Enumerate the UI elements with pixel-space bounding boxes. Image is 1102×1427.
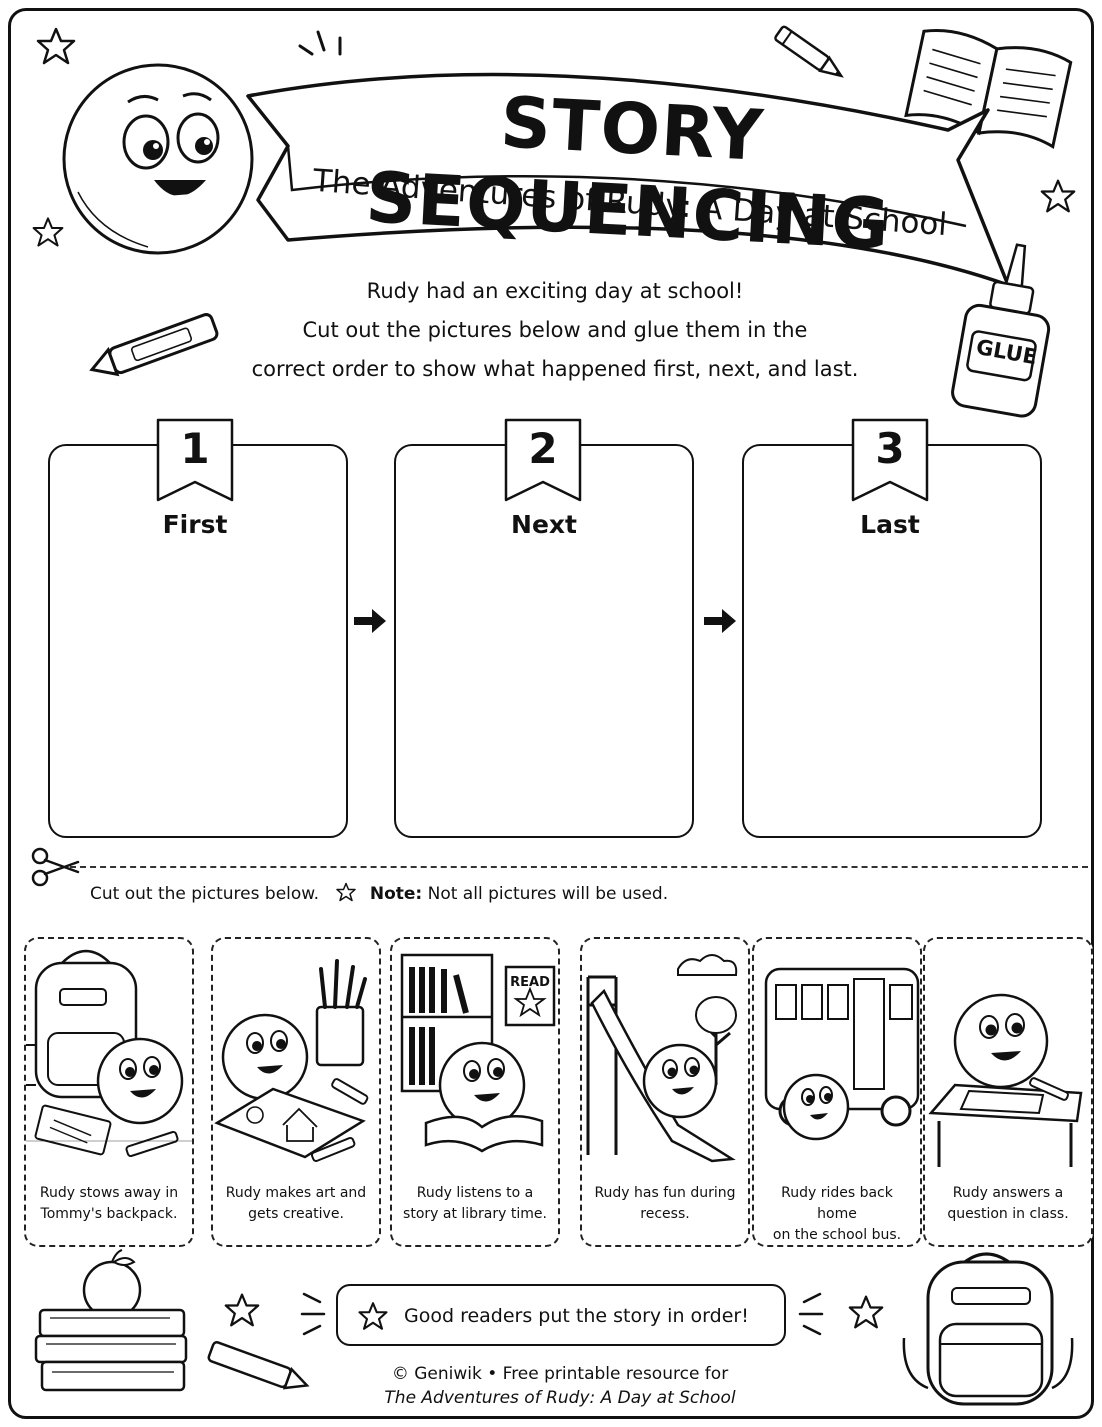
step-label: First	[162, 510, 228, 539]
slide-icon	[586, 954, 738, 1163]
backpack-icon	[26, 949, 192, 1158]
art-icon	[214, 959, 369, 1162]
caption-line: recess.	[640, 1206, 690, 1222]
step-label: Next	[511, 510, 577, 539]
card-caption: Rudy stows away in Tommy's backpack.	[32, 1183, 186, 1225]
instructions: Rudy had an exciting day at school! Cut …	[200, 272, 910, 389]
cut-instruction-text: Cut out the pictures below.	[90, 884, 320, 904]
reminder-text: Good readers put the story in order!	[404, 1305, 749, 1327]
number-tag	[156, 418, 234, 502]
caption-line: on the school bus.	[772, 1227, 902, 1243]
picture-card-bus[interactable]: Rudy rides back home on the school bus.	[752, 937, 922, 1247]
star-icon	[224, 1293, 260, 1327]
star-icon	[358, 1302, 388, 1330]
picture-card-recess[interactable]: Rudy has fun during recess.	[580, 937, 750, 1247]
caption-line: Tommy's backpack.	[40, 1206, 178, 1222]
crayon-icon	[207, 1341, 310, 1390]
note-text: Not all pictures will be used.	[427, 884, 669, 904]
sparkle-icon	[798, 1292, 824, 1336]
star-icon	[32, 217, 64, 247]
picture-card-backpack[interactable]: Rudy stows away in Tommy's backpack.	[24, 937, 194, 1247]
star-icon	[336, 882, 357, 902]
star-icon	[848, 1295, 884, 1329]
bus-icon	[764, 967, 920, 1141]
step-number: 1	[180, 424, 210, 473]
caption-line: Rudy makes art and	[225, 1185, 367, 1201]
instruction-line: Cut out the pictures below and glue them…	[302, 318, 808, 342]
picture-card-library[interactable]: READ Rudy listens to a story at library …	[390, 937, 560, 1247]
star-icon	[1040, 179, 1076, 213]
caption-line: question in class.	[947, 1206, 1069, 1222]
caption-line: gets creative.	[248, 1206, 344, 1222]
caption-line: Rudy has fun during	[594, 1185, 736, 1201]
note-label: Note:	[369, 884, 423, 904]
instruction-line: correct order to show what happened firs…	[251, 357, 859, 381]
cut-instructions: Cut out the pictures below. Note: Not al…	[90, 882, 668, 904]
reminder-box: Good readers put the story in order!	[336, 1284, 786, 1346]
star-icon	[36, 27, 76, 65]
open-book-icon	[904, 29, 1073, 149]
caption-line: Rudy answers a	[952, 1185, 1064, 1201]
card-caption: Rudy listens to a story at library time.	[398, 1183, 552, 1225]
credit-book-title: The Adventures of Rudy: A Day at School	[384, 1388, 736, 1408]
caption-line: Rudy listens to a	[416, 1185, 534, 1201]
arrow-right-icon	[354, 609, 386, 633]
card-caption: Rudy answers a question in class.	[931, 1183, 1085, 1225]
step-label: Last	[860, 510, 920, 539]
desk-icon	[928, 993, 1083, 1167]
sequence-box-next[interactable]	[394, 444, 694, 838]
card-caption: Rudy has fun during recess.	[588, 1183, 742, 1225]
caption-line: Rudy rides back home	[781, 1185, 893, 1222]
credit-line: © Geniwik • Free printable resource for	[391, 1364, 729, 1384]
step-number: 3	[875, 424, 905, 473]
step-number: 2	[528, 424, 558, 473]
card-caption: Rudy makes art and gets creative.	[219, 1183, 373, 1225]
sequence-box-first[interactable]	[48, 444, 348, 838]
rudy-face-icon	[62, 63, 254, 255]
caption-line: Rudy stows away in	[39, 1185, 179, 1201]
backpack-icon	[902, 1252, 1074, 1406]
read-sign-text: READ	[510, 975, 550, 990]
credit: © Geniwik • Free printable resource for …	[320, 1362, 800, 1410]
books-apple-icon	[34, 1249, 188, 1392]
picture-card-class[interactable]: Rudy answers a question in class.	[923, 937, 1093, 1247]
cut-line	[70, 866, 1088, 868]
card-caption: Rudy rides back home on the school bus.	[760, 1183, 914, 1245]
scissors-icon	[31, 847, 80, 887]
caption-line: story at library time.	[403, 1206, 547, 1222]
number-tag	[851, 418, 929, 502]
crayon-icon	[89, 313, 219, 377]
number-tag	[504, 418, 582, 502]
book-icon	[400, 953, 556, 1153]
glue-bottle-icon	[951, 243, 1051, 418]
sparkle-icon	[298, 30, 342, 56]
sparkle-icon	[300, 1292, 326, 1336]
pencil-icon	[774, 25, 844, 78]
arrow-right-icon	[704, 609, 736, 633]
picture-card-art[interactable]: Rudy makes art and gets creative.	[211, 937, 381, 1247]
sequence-box-last[interactable]	[742, 444, 1042, 838]
instruction-line: Rudy had an exciting day at school!	[366, 279, 744, 303]
